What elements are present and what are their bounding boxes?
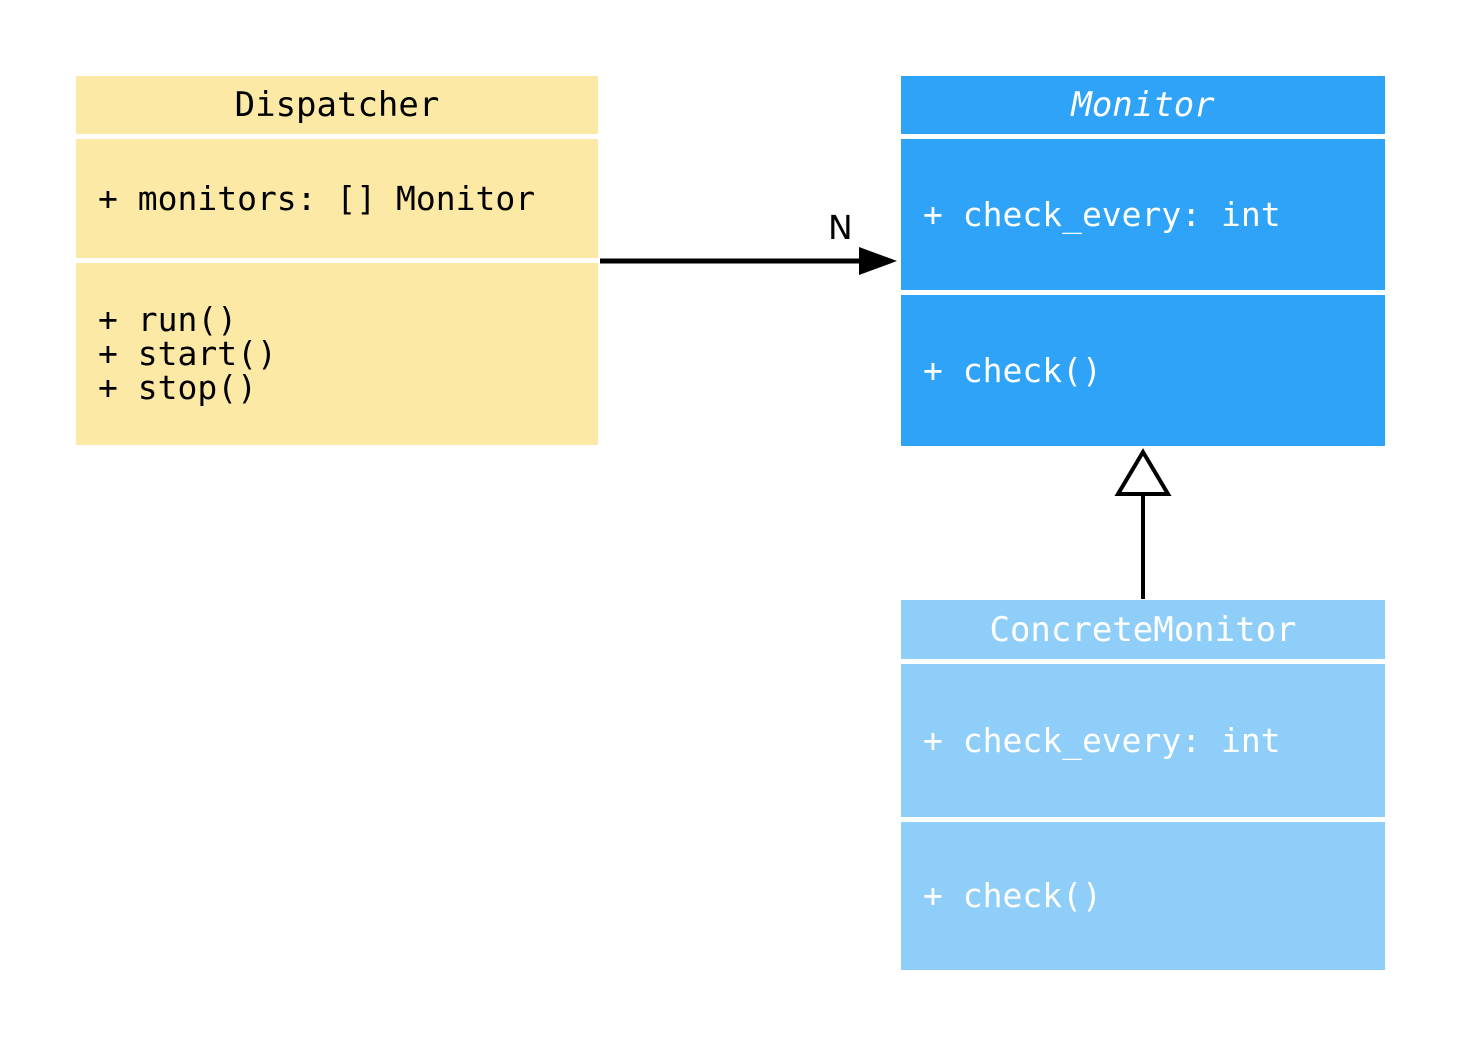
inheritance-arrow-concrete-monitor-monitor bbox=[1114, 448, 1172, 599]
class-methods-dispatcher: + run() + start() + stop() bbox=[76, 263, 598, 445]
class-box-monitor: Monitor + check_every: int + check() bbox=[901, 76, 1385, 446]
method-stop: + stop() bbox=[98, 368, 257, 407]
class-attributes-concrete-monitor: + check_every: int bbox=[901, 664, 1385, 817]
class-methods-monitor: + check() bbox=[901, 295, 1385, 446]
hollow-triangle-arrowhead-icon bbox=[1114, 448, 1172, 496]
association-multiplicity-label: N bbox=[828, 208, 853, 247]
method-run: + run() bbox=[98, 300, 238, 339]
attribute-monitors: + monitors: [] Monitor bbox=[98, 179, 536, 218]
class-attributes-dispatcher: + monitors: [] Monitor bbox=[76, 139, 598, 258]
method-check: + check() bbox=[923, 876, 1102, 915]
method-check: + check() bbox=[923, 350, 1102, 390]
association-arrow-dispatcher-monitor bbox=[600, 247, 897, 275]
class-box-dispatcher: Dispatcher + monitors: [] Monitor + run(… bbox=[76, 76, 598, 445]
attribute-check-every: + check_every: int bbox=[923, 195, 1281, 234]
filled-arrowhead-icon bbox=[859, 247, 897, 275]
class-methods-concrete-monitor: + check() bbox=[901, 822, 1385, 970]
class-title-monitor: Monitor bbox=[901, 76, 1385, 134]
class-attributes-monitor: + check_every: int bbox=[901, 139, 1385, 290]
method-start: + start() bbox=[98, 334, 277, 373]
class-box-concrete-monitor: ConcreteMonitor + check_every: int + che… bbox=[901, 600, 1385, 970]
class-title-dispatcher: Dispatcher bbox=[76, 76, 598, 134]
attribute-check-every: + check_every: int bbox=[923, 721, 1281, 760]
class-title-concrete-monitor: ConcreteMonitor bbox=[901, 600, 1385, 659]
